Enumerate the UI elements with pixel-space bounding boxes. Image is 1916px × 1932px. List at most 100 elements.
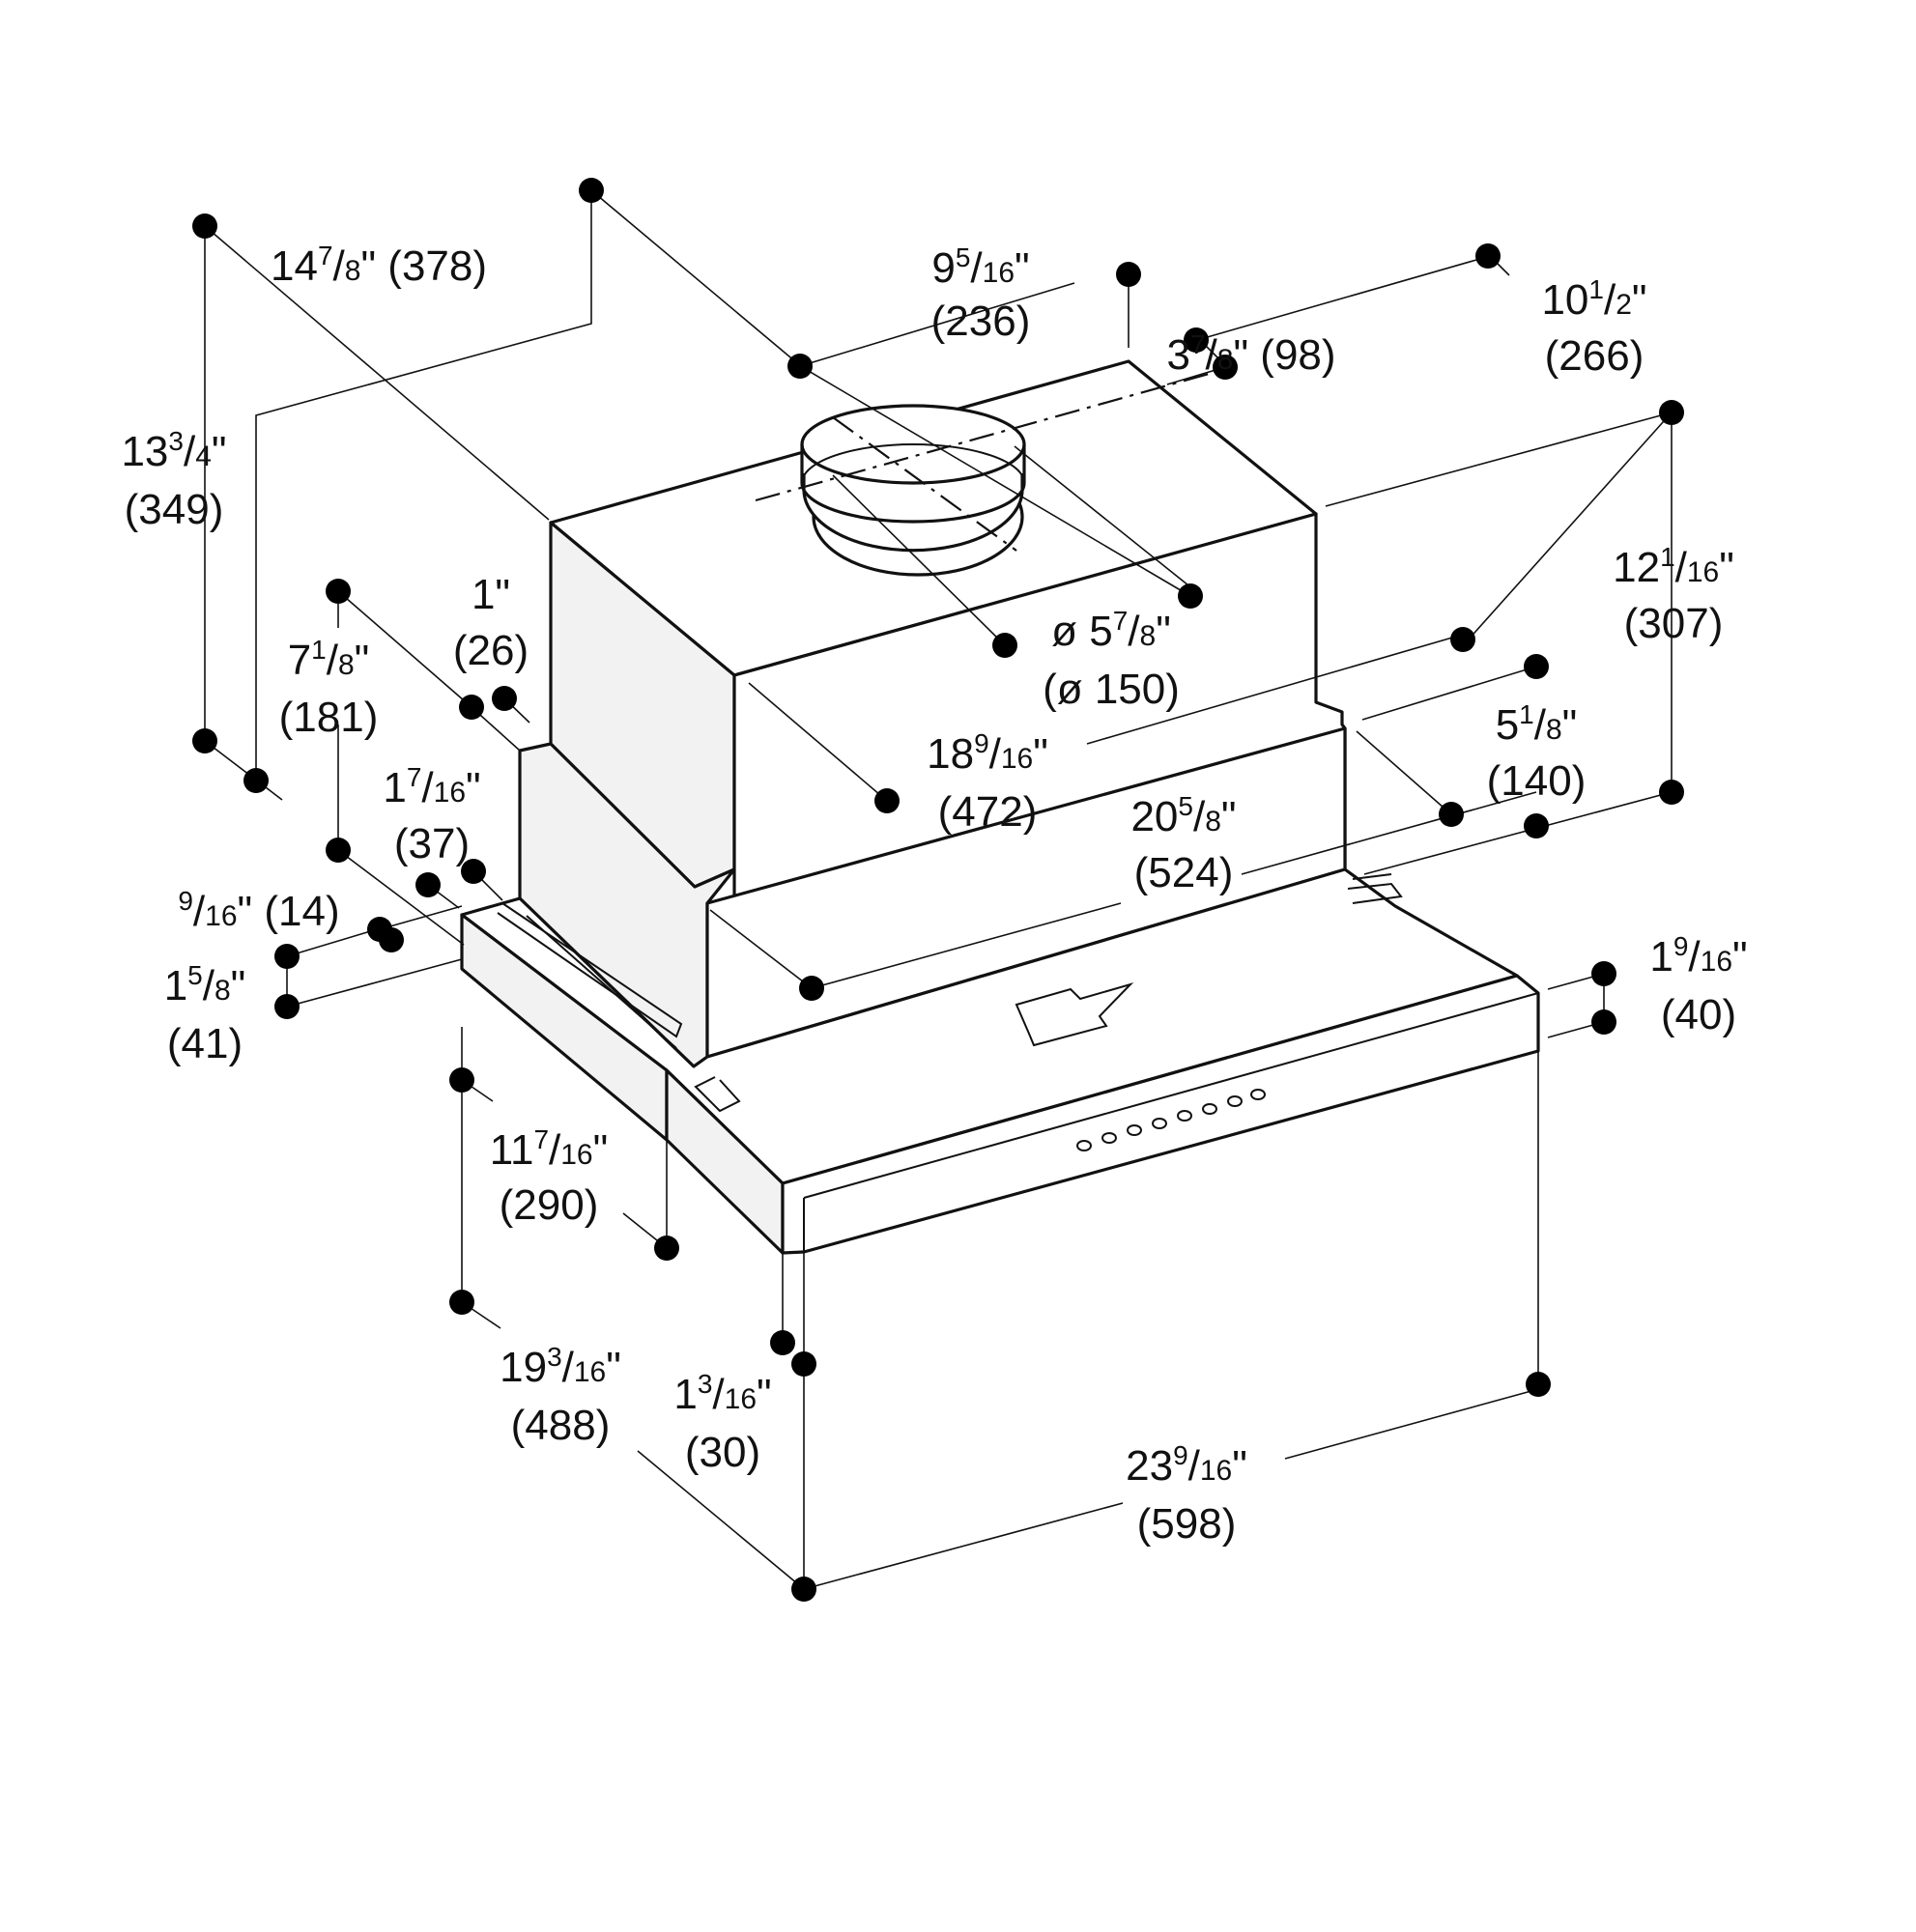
dimension-unit: "	[1632, 276, 1647, 324]
dimension-unit: "	[1233, 331, 1248, 379]
dimension-label-d-width-body: 189/16"	[927, 728, 1048, 778]
dimension-whole: 1	[164, 962, 187, 1009]
dimension-unit: "	[1719, 544, 1734, 591]
dimension-whole: 1	[472, 571, 495, 618]
dimension-mm: (266)	[1545, 332, 1644, 380]
dimension-unit: "	[1033, 730, 1048, 778]
dimension-denominator: 8	[1217, 344, 1234, 376]
dimension-whole: 12	[1613, 544, 1660, 591]
dimension-denominator: 16	[1687, 556, 1719, 588]
dimension-whole: 1	[383, 764, 406, 811]
dimension-numerator: 3	[168, 426, 184, 456]
dimension-whole: 20	[1130, 793, 1178, 840]
dimension-whole: 9	[931, 244, 955, 292]
dimension-denominator: 16	[1001, 743, 1033, 775]
dimension-mm: (307)	[1624, 600, 1724, 647]
control-buttons	[1076, 1089, 1266, 1151]
dimension-label-d-diameter: ø 57/8"	[1051, 606, 1171, 655]
control-button	[1076, 1140, 1092, 1151]
dimension-denominator: 16	[574, 1356, 606, 1388]
dimension-label-d-one-three: 13/16"	[673, 1369, 771, 1418]
dimension-unit: "	[495, 571, 510, 618]
dimension-unit: "	[1232, 1442, 1247, 1490]
dimension-label-d-nineteen: 193/16"	[500, 1342, 621, 1391]
dimension-mm: (290)	[500, 1181, 599, 1229]
dimension-numerator: 1	[1519, 699, 1534, 729]
dimension-whole: 5	[1496, 701, 1519, 749]
dimension-label-d-one-nine: 19/16"	[1649, 931, 1747, 980]
dimension-mm: (349)	[125, 486, 224, 533]
dimension-denominator: 8	[214, 975, 231, 1007]
dimension-mm: (488)	[511, 1402, 611, 1449]
dimension-denominator: 8	[1546, 714, 1562, 746]
dimension-whole: 10	[1541, 276, 1588, 324]
dimension-label-d-one-inch: 1"	[472, 571, 510, 618]
dimension-numerator: 7	[1190, 329, 1206, 359]
dimension-denominator: 8	[338, 649, 355, 681]
dimension-label-d-width-total: 239/16"	[1126, 1440, 1247, 1490]
dimension-numerator: 1	[311, 635, 327, 665]
dimension-numerator: 5	[956, 242, 971, 272]
dimension-denominator: 8	[1205, 806, 1221, 838]
dimension-unit: "	[466, 764, 481, 811]
dimension-numerator: 9	[178, 886, 193, 916]
dimension-numerator: 1	[1588, 274, 1604, 304]
dimension-numerator: 9	[974, 728, 989, 758]
dimension-label-d-one-five: 15/8"	[164, 960, 246, 1009]
dimension-numerator: 7	[318, 241, 333, 270]
dimension-lines	[204, 189, 1673, 1590]
dimension-label-d-seven: 71/8"	[288, 635, 370, 684]
dimension-unit: "	[360, 242, 376, 290]
control-button	[1101, 1132, 1117, 1144]
dimension-dots	[192, 178, 1684, 1602]
dimension-whole: 14	[271, 242, 318, 290]
dimension-whole: 13	[121, 428, 168, 475]
control-button	[1250, 1089, 1266, 1100]
duct-collar	[800, 404, 1026, 577]
dimension-whole: 23	[1126, 1442, 1173, 1490]
dimension-unit: "	[238, 888, 253, 935]
dimension-numerator: 1	[1660, 542, 1675, 572]
dimension-denominator: 8	[1140, 620, 1157, 652]
control-button	[1177, 1110, 1192, 1122]
dimension-whole: 18	[927, 730, 974, 778]
dimension-mm: (598)	[1137, 1500, 1237, 1548]
dimension-whole: 19	[500, 1344, 547, 1391]
dimension-numerator: 9	[1173, 1440, 1188, 1470]
dimension-unit: "	[757, 1371, 772, 1418]
dimension-label-d-height-left: 133/4"	[121, 426, 226, 475]
dimension-denominator: 16	[434, 777, 466, 809]
dimension-mm: (472)	[938, 788, 1038, 836]
dimension-denominator: 16	[1200, 1455, 1232, 1487]
dimension-numerator: 9	[1673, 931, 1689, 961]
left-rail	[497, 902, 683, 1038]
dimension-mm: (181)	[279, 694, 379, 741]
dimension-unit: "	[1732, 933, 1748, 980]
control-button	[1227, 1095, 1243, 1107]
dimension-whole: 1	[1649, 933, 1673, 980]
dimension-denominator: 16	[205, 900, 237, 932]
dimension-mm: (98)	[1248, 331, 1335, 379]
dimension-label-d-duct-side: 37/8" (98)	[1166, 329, 1335, 379]
dimension-label-d-duct-offset: 95/16"	[931, 242, 1029, 292]
dimension-whole: 11	[490, 1126, 534, 1174]
dimension-mm: (30)	[685, 1429, 760, 1476]
dimension-denominator: 4	[195, 440, 212, 472]
dimension-unit: "	[1562, 701, 1578, 749]
dimension-mm: (524)	[1134, 849, 1234, 896]
control-button	[1202, 1103, 1217, 1115]
dimension-numerator: 7	[407, 762, 422, 792]
dimension-numerator: 5	[1178, 791, 1193, 821]
dimension-label-d-height-right: 121/16"	[1613, 542, 1734, 591]
dimension-whole: ø 5	[1051, 608, 1113, 655]
dimension-mm: (378)	[376, 242, 487, 290]
dimension-mm: (26)	[453, 627, 529, 674]
pull-arrow-icon	[1015, 981, 1134, 1047]
dimension-label-d-top-right: 101/2"	[1541, 274, 1646, 324]
dimension-unit: "	[1015, 244, 1030, 292]
dimension-unit: "	[1156, 608, 1171, 655]
dimension-label-d-nine: 9/16" (14)	[178, 886, 339, 935]
dimension-unit: "	[355, 637, 370, 684]
dimension-whole: 1	[673, 1371, 697, 1418]
